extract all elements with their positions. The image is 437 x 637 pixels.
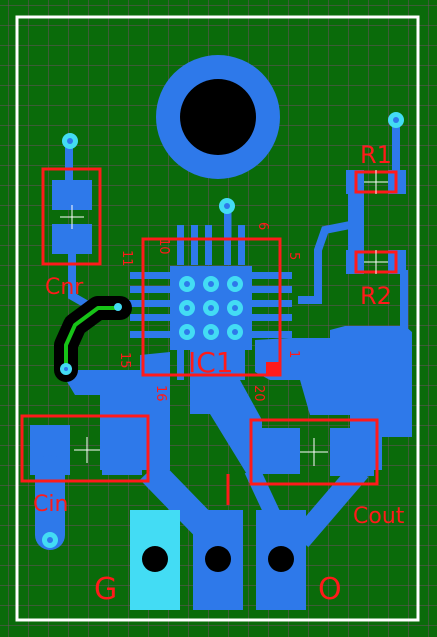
vias	[42, 112, 404, 548]
label-r1: R1	[360, 141, 392, 169]
cin-outline	[20, 414, 150, 483]
pin-number-1: 1	[286, 350, 301, 358]
cin-pad-right[interactable]	[102, 425, 142, 475]
label-pin-o: O	[318, 572, 342, 607]
feedback-trace[interactable]	[64, 306, 120, 370]
connector-hole-o	[268, 546, 294, 572]
connector-hole-g	[142, 546, 168, 572]
pin-number-6: 6	[255, 222, 270, 230]
pin-number-15: 15	[117, 352, 132, 369]
connector-hole-i	[205, 546, 231, 572]
label-pin-g: G	[94, 572, 117, 607]
board-outline	[15, 15, 420, 622]
label-ic1: IC1	[188, 346, 234, 379]
output-trace	[291, 462, 369, 548]
pin-number-10: 10	[156, 238, 171, 255]
pin-number-11: 11	[119, 250, 134, 267]
cout-outline	[249, 418, 379, 486]
label-cout: Cout	[353, 504, 405, 529]
label-cin: Cin	[33, 492, 68, 517]
ic1-thermal-vias	[179, 276, 243, 340]
vin-copper-pour	[60, 352, 170, 470]
component-crosshairs	[60, 170, 388, 466]
pin-number-5: 5	[286, 252, 301, 260]
label-cnr: Cnr	[45, 275, 84, 300]
pin-number-20: 20	[251, 385, 266, 402]
mounting-hole-drill	[180, 79, 256, 155]
ic1-outline	[141, 237, 282, 377]
r2-trace	[298, 221, 351, 304]
pin-number-16: 16	[153, 385, 168, 402]
label-r2: R2	[360, 282, 392, 310]
gnd-copper-pour	[190, 350, 262, 476]
silkscreen-layer	[20, 167, 398, 505]
r1-r2-link	[348, 192, 364, 252]
ic1-left-pins	[120, 272, 170, 338]
ic1-right-pins	[252, 272, 292, 338]
via-feedback-a[interactable]	[114, 303, 122, 311]
ic1-pin1-marker	[266, 362, 279, 375]
cout-pad-left[interactable]	[258, 428, 300, 474]
cnr-outline	[41, 167, 102, 266]
